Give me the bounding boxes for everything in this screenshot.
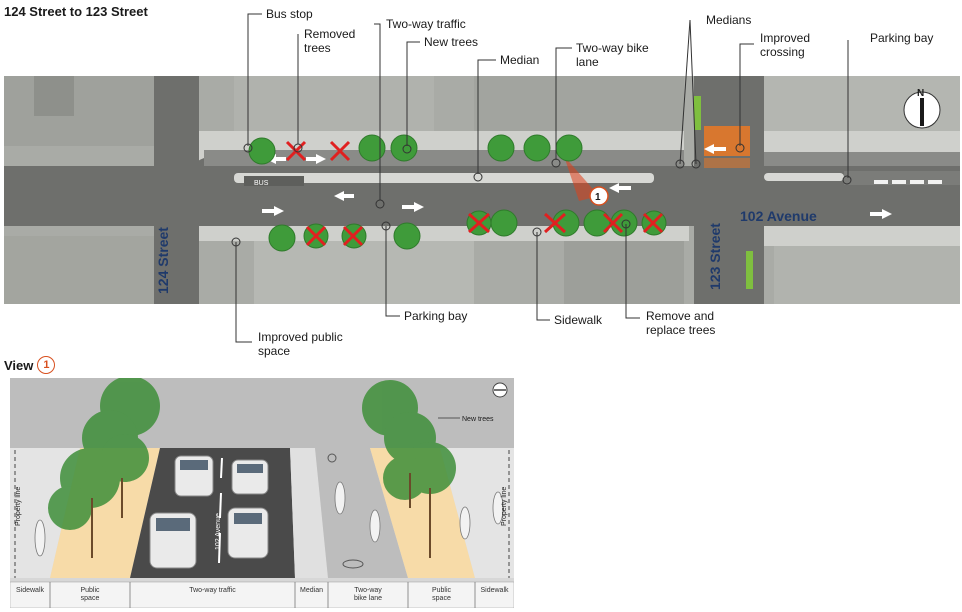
bus-marking: BUS	[254, 180, 269, 187]
street-plan-map: BUS	[4, 76, 960, 304]
label-bus-stop: Bus stop	[266, 7, 313, 21]
label-medians: Medians	[706, 13, 752, 27]
label-two-way-traffic: Two-way traffic	[386, 17, 466, 31]
section-avenue-label: 102 Avenue	[215, 513, 222, 550]
street-123-label: 123 Street	[707, 223, 723, 290]
view-label: View	[4, 357, 34, 373]
label-two-way-bike-lane: Two-way bike lane	[576, 41, 649, 69]
property-line-left: Property line	[15, 487, 22, 526]
property-line-right: Property line	[501, 487, 508, 526]
street-124-label: 124 Street	[155, 227, 171, 294]
zone-sidewalk-left: Sidewalk	[15, 587, 44, 594]
avenue-102-label: 102 Avenue	[740, 208, 817, 224]
label-remove-replace-trees: Remove and replace trees	[646, 309, 716, 337]
section-new-trees-label: New trees	[462, 416, 494, 423]
zone-public-space-right: Public space	[431, 587, 452, 602]
label-sidewalk: Sidewalk	[554, 313, 603, 327]
north-arrow-label: N	[917, 88, 924, 99]
page-title: 124 Street to 123 Street	[4, 4, 148, 19]
zone-public-space-left: Public space	[80, 587, 100, 602]
view-marker: 1	[595, 192, 601, 203]
zone-median: Median	[300, 587, 323, 594]
view-number-badge: 1	[37, 356, 56, 374]
zone-bike-lane: Two-way bike lane	[353, 587, 383, 602]
zone-two-way-traffic: Two-way traffic	[189, 587, 236, 594]
cross-section-view: New trees Property line Property line 10…	[10, 378, 514, 608]
label-parking-bay-top: Parking bay	[870, 31, 934, 45]
label-new-trees: New trees	[424, 35, 479, 49]
label-improved-crossing: Improved crossing	[760, 31, 811, 59]
label-median: Median	[500, 53, 540, 67]
label-improved-public-space: Improved public space	[258, 330, 343, 358]
zone-sidewalk-right: Sidewalk	[480, 587, 509, 594]
view-heading: View 1	[4, 356, 56, 374]
label-removed-trees: Removed trees	[304, 27, 356, 55]
label-parking-bay-bottom: Parking bay	[404, 309, 468, 323]
